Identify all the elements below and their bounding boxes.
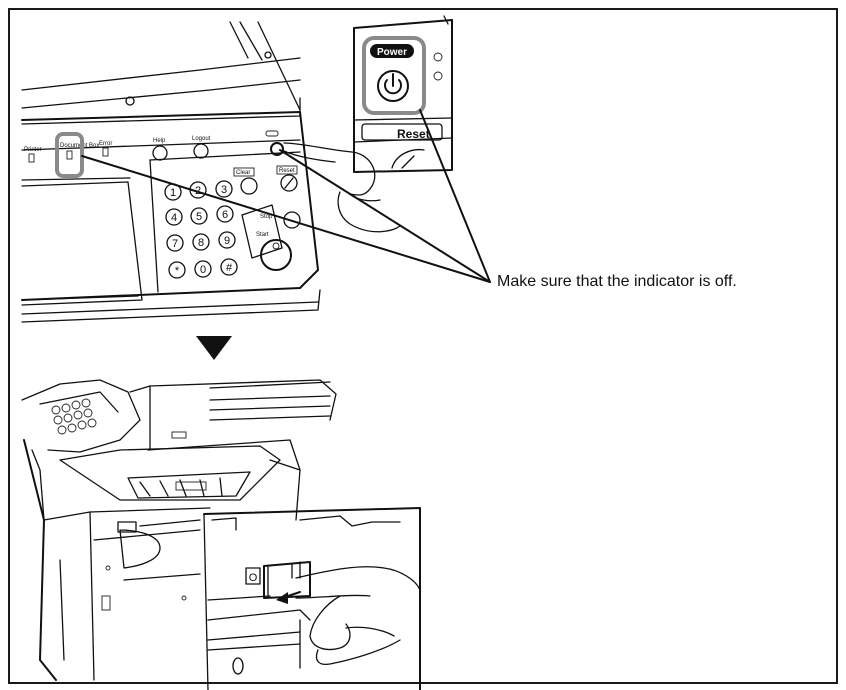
clear-key-label: Clear (236, 170, 250, 176)
help-key[interactable] (152, 145, 168, 161)
logout-key-label: Logout (192, 136, 211, 142)
operation-panel-drawing: Printer Document Box Error Help Logout C… (21, 21, 401, 323)
main-switch-off-symbol: O (249, 572, 258, 584)
svg-text:*: * (175, 265, 180, 277)
pressing-hand (295, 566, 421, 591)
svg-text:#: # (226, 262, 233, 274)
svg-text:7: 7 (172, 238, 178, 250)
key-6[interactable] (216, 205, 234, 223)
power-key[interactable] (377, 70, 409, 102)
svg-text:4: 4 (171, 212, 177, 224)
key-hash[interactable] (220, 258, 238, 276)
callout-text: Make sure that the indicator is off. (497, 273, 737, 290)
svg-text:9: 9 (224, 235, 230, 247)
numeric-keypad: 1 2 3 4 5 6 7 8 9 * 0 # (164, 174, 301, 279)
logout-key[interactable] (193, 143, 209, 159)
key-4[interactable] (165, 208, 183, 226)
reset-key[interactable] (280, 174, 298, 192)
svg-text:1: 1 (170, 187, 176, 199)
start-key[interactable] (260, 239, 292, 271)
energy-saver-indicator (265, 130, 279, 137)
key-0[interactable] (194, 260, 212, 278)
svg-text:5: 5 (196, 211, 202, 223)
power-key-small[interactable] (270, 142, 284, 156)
key-star[interactable] (168, 261, 186, 279)
main-switch-drawing: O (21, 379, 421, 690)
error-indicator-label: Error (99, 141, 112, 147)
power-key-highlight (362, 36, 426, 115)
stop-key-label: Stop (260, 214, 273, 220)
key-9[interactable] (218, 231, 236, 249)
pointing-hand-top (283, 142, 376, 196)
power-label-badge (370, 44, 414, 58)
main-power-switch-off-side (245, 567, 261, 585)
clear-key[interactable] (240, 177, 258, 195)
key-5[interactable] (190, 207, 208, 225)
svg-text:6: 6 (222, 209, 228, 221)
energy-saver-icon (433, 52, 443, 62)
power-label: Power (377, 47, 407, 58)
callout-leaders (81, 109, 491, 283)
key-7[interactable] (166, 234, 184, 252)
reset-key-label: Reset (279, 168, 295, 174)
key-8[interactable] (192, 233, 210, 251)
indicator-highlight (55, 132, 84, 178)
power-key-inset: Reset Power (353, 15, 453, 173)
help-key-label: Help (153, 138, 166, 144)
inset-reset-label: Reset (397, 127, 430, 141)
inset-reset-key[interactable] (361, 123, 443, 141)
step-down-arrow (196, 336, 232, 360)
printer-indicator-label: Printer (24, 147, 42, 153)
start-key-label: Start (256, 232, 269, 238)
main-power-indicator (433, 71, 443, 81)
svg-text:0: 0 (200, 264, 206, 276)
svg-text:3: 3 (221, 184, 227, 196)
start-key-frame (241, 204, 283, 259)
stop-key[interactable] (283, 211, 301, 229)
svg-text:8: 8 (198, 237, 204, 249)
front-indicator (117, 521, 137, 533)
main-power-switch[interactable] (263, 561, 311, 599)
key-3[interactable] (215, 180, 233, 198)
document-box-indicator-label: Document Box (60, 143, 99, 149)
indicator-row: Printer Document Box Error Help Logout (24, 136, 211, 163)
